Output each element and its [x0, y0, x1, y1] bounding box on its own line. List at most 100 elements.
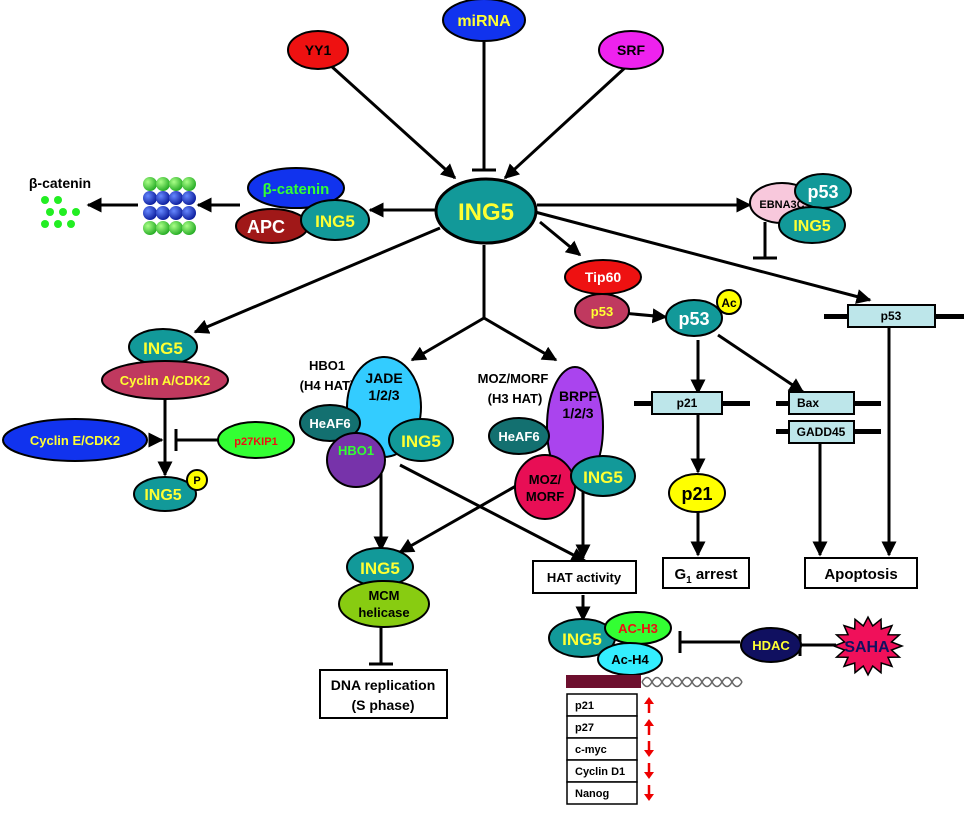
arrow-ing5-to-p53-gene — [534, 210, 872, 304]
p21-protein-label: p21 — [681, 484, 712, 504]
arrow-up-icon — [644, 719, 654, 735]
target-gene-name: p27 — [575, 722, 594, 734]
srf-label: SRF — [617, 42, 645, 58]
ing5-cdk-label: ING5 — [143, 339, 183, 358]
node-ing5-moz: ING5 — [570, 455, 636, 497]
gene-p21: p21 — [634, 391, 750, 415]
node-ing5-mcm: ING5 — [346, 547, 414, 587]
node-saha-starburst: SAHA — [831, 615, 905, 677]
moz-label: MOZ/ — [529, 472, 562, 487]
ing5-main-label: ING5 — [458, 199, 514, 226]
target-gene-name: c-myc — [575, 744, 607, 756]
arrow-up-icon — [644, 697, 654, 713]
ing5-p-label: ING5 — [144, 487, 181, 504]
tip60-label: Tip60 — [585, 269, 622, 285]
arrow-srf-to-ing5 — [503, 63, 630, 180]
connectors — [86, 42, 897, 666]
node-p-badge: P — [186, 469, 208, 491]
node-beta-catenin-complex: β-catenin — [247, 167, 345, 209]
heaf6-left-label: HeAF6 — [309, 416, 350, 431]
p21-gene-label: p21 — [677, 396, 698, 410]
node-p53-tip60: p53 — [574, 293, 630, 329]
arrow-down-icon — [644, 785, 654, 801]
node-heaf6-left: HeAF6 — [299, 404, 361, 442]
node-ing5-phospho: ING5 — [133, 476, 197, 512]
ing5-moz-label: ING5 — [583, 468, 623, 487]
node-tip60: Tip60 — [564, 259, 642, 295]
node-p53-acetylated: p53 — [665, 299, 723, 337]
box-g1-arrest: G1 arrest — [662, 557, 750, 589]
mcm-label: MCM — [368, 588, 399, 603]
apc-label: APC — [247, 217, 285, 237]
p27kip1-label: p27KIP1 — [234, 436, 277, 448]
proteasome-icon — [143, 177, 196, 235]
node-mirna: miRNA — [442, 0, 526, 42]
ebna3c-label: EBNA3C — [759, 199, 804, 211]
svg-text:G1 arrest: G1 arrest — [674, 566, 737, 586]
ing5-ebna-label: ING5 — [793, 218, 830, 235]
node-ing5-hbo1: ING5 — [388, 418, 454, 462]
bax-gene-label: Bax — [797, 396, 819, 410]
arrow-down-icon — [644, 741, 654, 757]
node-ing5-apc: ING5 — [300, 199, 370, 241]
p53-gene-label: p53 — [881, 309, 902, 323]
node-ing5-hat: ING5 — [548, 618, 616, 658]
brpf-label: BRPF — [559, 388, 598, 404]
arrow-yy1-to-ing5 — [328, 63, 457, 180]
node-ac-h4: Ac-H4 — [597, 642, 663, 676]
dna-helix-icon — [641, 676, 743, 688]
hdac-label: HDAC — [752, 638, 790, 653]
h3-hat-label: (H3 HAT) — [488, 391, 543, 406]
target-gene-row: p21 — [566, 693, 654, 717]
arrow-fork-to-hbo1 — [410, 316, 485, 362]
g1-label: G — [674, 566, 686, 583]
target-gene-name: Cyclin D1 — [575, 766, 625, 778]
node-hbo1: HBO1 — [326, 432, 386, 488]
cyclin-a-cdk2-label: Cyclin A/CDK2 — [120, 373, 211, 388]
target-gene-name: Nanog — [575, 788, 609, 800]
yy1-label: YY1 — [305, 42, 332, 58]
g1-subscript: 1 — [686, 575, 692, 586]
target-gene-row: Cyclin D1 — [566, 759, 654, 783]
arrow-p53ac-to-bax — [717, 333, 805, 394]
s-phase-label: (S phase) — [351, 697, 414, 713]
brpf-sub-label: 1/2/3 — [562, 405, 593, 421]
hat-activity-label: HAT activity — [547, 570, 622, 585]
node-cyclin-e-cdk2: Cyclin E/CDK2 — [2, 418, 148, 462]
h4-hat-label: (H4 HAT) — [300, 378, 355, 393]
node-yy1: YY1 — [287, 30, 349, 70]
node-p53-ebna: p53 — [794, 173, 852, 209]
node-ing5-main: ING5 — [434, 177, 538, 245]
p53-tip60-label: p53 — [591, 304, 613, 319]
node-srf: SRF — [598, 30, 664, 70]
gene-bax: Bax — [776, 391, 881, 415]
ing5-hbo1-label: ING5 — [401, 432, 441, 451]
beta-catenin-complex-label: β-catenin — [263, 181, 330, 198]
target-gene-name: p21 — [575, 700, 594, 712]
ing5-hat-label: ING5 — [562, 630, 602, 649]
arrow-fork-to-moz — [483, 316, 558, 362]
node-cyclin-a-cdk2: Cyclin A/CDK2 — [101, 360, 229, 400]
p53-ebna-label: p53 — [807, 182, 838, 202]
hbo1-title: HBO1 — [309, 358, 345, 373]
ac-h3-label: AC-H3 — [618, 621, 658, 636]
node-p21-protein: p21 — [668, 473, 726, 513]
gene-gadd45: GADD45 — [776, 420, 881, 444]
gene-p53: p53 — [824, 304, 964, 328]
mirna-label: miRNA — [457, 13, 511, 30]
ing5-mcm-label: ING5 — [360, 559, 400, 578]
apoptosis-label: Apoptosis — [824, 566, 897, 583]
beta-catenin-free-label: β-catenin — [29, 175, 91, 191]
node-mcm-helicase: MCM helicase — [338, 580, 430, 628]
box-hat-activity: HAT activity — [532, 560, 637, 594]
arrow-moz-to-mcm — [398, 476, 531, 554]
dna-replication-label: DNA replication — [331, 677, 436, 693]
node-apc: APC — [235, 208, 309, 244]
box-dna-replication: DNA replication (S phase) — [319, 669, 448, 719]
target-gene-row: c-myc — [566, 737, 654, 761]
target-gene-row: Nanog — [566, 781, 654, 805]
jade-sub-label: 1/2/3 — [368, 387, 399, 403]
node-ing5-ebna: ING5 — [778, 206, 846, 244]
node-heaf6-right: HeAF6 — [488, 417, 550, 455]
